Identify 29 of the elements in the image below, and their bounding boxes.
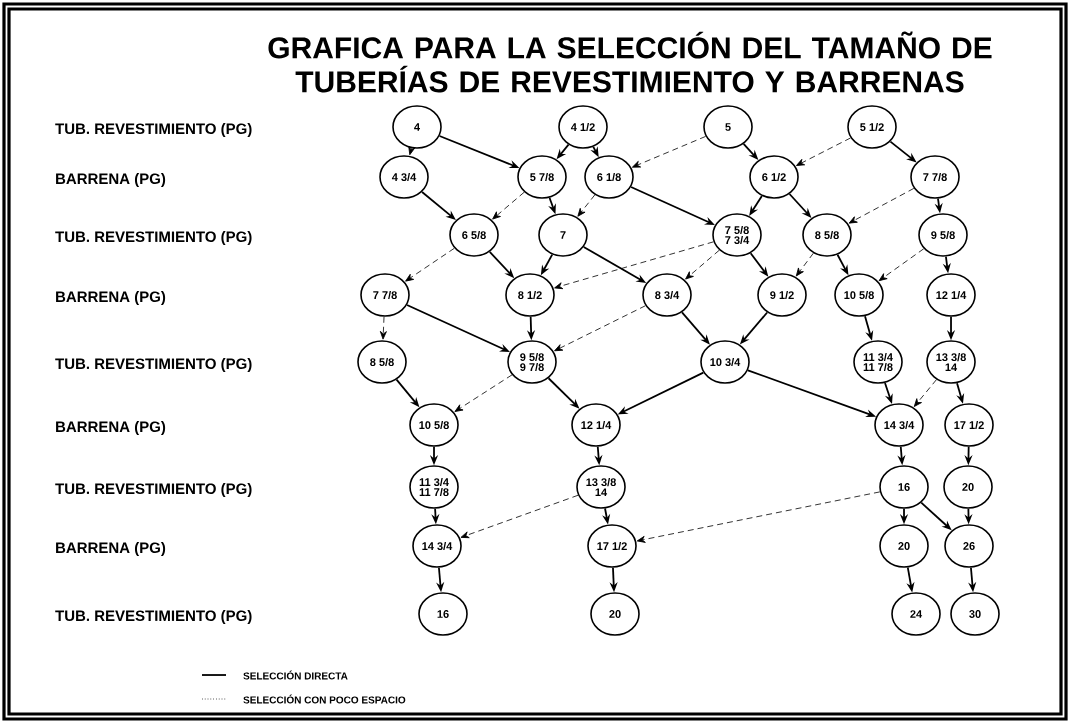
- arrow: [795, 252, 814, 277]
- arrow: [554, 305, 646, 352]
- legend-text: SELECCIÓN CON POCO ESPACIO: [243, 694, 406, 704]
- arrow: [454, 374, 513, 412]
- row-label: TUB. REVESTIMIENTO (PG): [55, 123, 252, 137]
- title: GRAFICA PARA LA SELECCIÓN DEL TAMAÑO DE TUBERÍAS DE REVESTIMIENTO Y BARRENAS: [268, 31, 992, 93]
- arrow: [632, 136, 707, 168]
- row-label: TUB. REVESTIMIENTO (PG): [55, 483, 252, 497]
- row-label: BARRENA (PG): [56, 421, 166, 435]
- arrow: [848, 187, 915, 224]
- arrow: [460, 494, 579, 539]
- arrow: [408, 146, 416, 156]
- arrow: [405, 247, 455, 282]
- row-label: TUB. REVESTIMIENTO (PG): [55, 358, 252, 372]
- arrow: [878, 248, 925, 282]
- legend-text: SELECCIÓN DIRECTA: [243, 670, 348, 680]
- arrow: [913, 379, 937, 407]
- arrow: [636, 491, 881, 543]
- row-label: BARRENA (PG): [56, 291, 166, 305]
- arrow: [492, 191, 525, 220]
- arrow: [577, 194, 596, 217]
- arrow: [685, 249, 720, 280]
- row-label: TUB. REVESTIMIENTO (PG): [55, 610, 252, 624]
- arrow: [796, 137, 851, 166]
- arrow: [554, 241, 714, 290]
- row-label: BARRENA (PG): [56, 542, 166, 556]
- row-label: BARRENA (PG): [56, 173, 166, 187]
- row-label: TUB. REVESTIMIENTO (PG): [55, 231, 252, 245]
- arrow: [379, 316, 387, 340]
